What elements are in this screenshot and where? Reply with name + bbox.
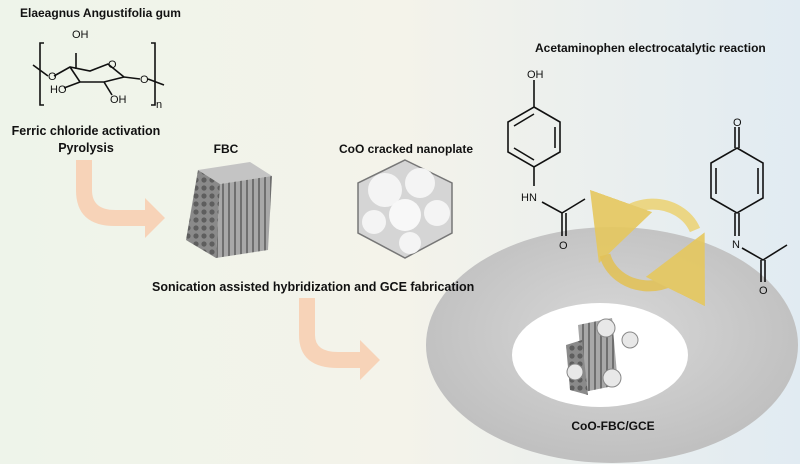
atom-o-right: O	[140, 74, 149, 86]
atom-o-left: O	[48, 71, 57, 83]
atom-n-subscript: n	[156, 99, 162, 111]
atom-oh-bottom: OH	[110, 94, 127, 106]
coo-label: CoO cracked nanoplate	[339, 142, 473, 156]
coo-cracked-nanoplate	[357, 159, 453, 259]
atom-oh: OH	[527, 69, 544, 81]
electrode-label: CoO-FBC/GCE	[571, 419, 654, 433]
fbc-label: FBC	[214, 142, 239, 156]
source-label: Elaeagnus Angustifolia gum	[20, 6, 181, 20]
redox-cycle-arrows	[590, 189, 705, 307]
atom-n: N	[732, 239, 740, 251]
acetaminophen-molecule: OH HN O	[507, 69, 586, 252]
reaction-label: Acetaminophen electrocatalytic reaction	[535, 41, 766, 55]
atom-o-amide: O	[759, 285, 768, 297]
atom-o-ring: O	[108, 59, 117, 71]
atom-oh-top: OH	[72, 29, 89, 41]
gce-electrode-disc	[426, 227, 798, 463]
atom-o-carbonyl: O	[559, 240, 568, 252]
atom-o-quinone: O	[733, 117, 742, 129]
step1-label-line1: Ferric chloride activation	[12, 124, 161, 138]
step2-label: Sonication assisted hybridization and GC…	[152, 280, 474, 294]
atom-hn: HN	[521, 192, 537, 204]
process-arrow-2	[299, 298, 380, 380]
napqi-molecule: O N O	[710, 117, 788, 297]
polysaccharide-structure: OH O O O HO OH n	[32, 29, 165, 111]
atom-ho: HO	[50, 84, 67, 96]
step1-label-line2: Pyrolysis	[58, 141, 114, 155]
process-arrow-1	[76, 160, 165, 238]
fbc-porous-carbon-block	[186, 162, 272, 258]
